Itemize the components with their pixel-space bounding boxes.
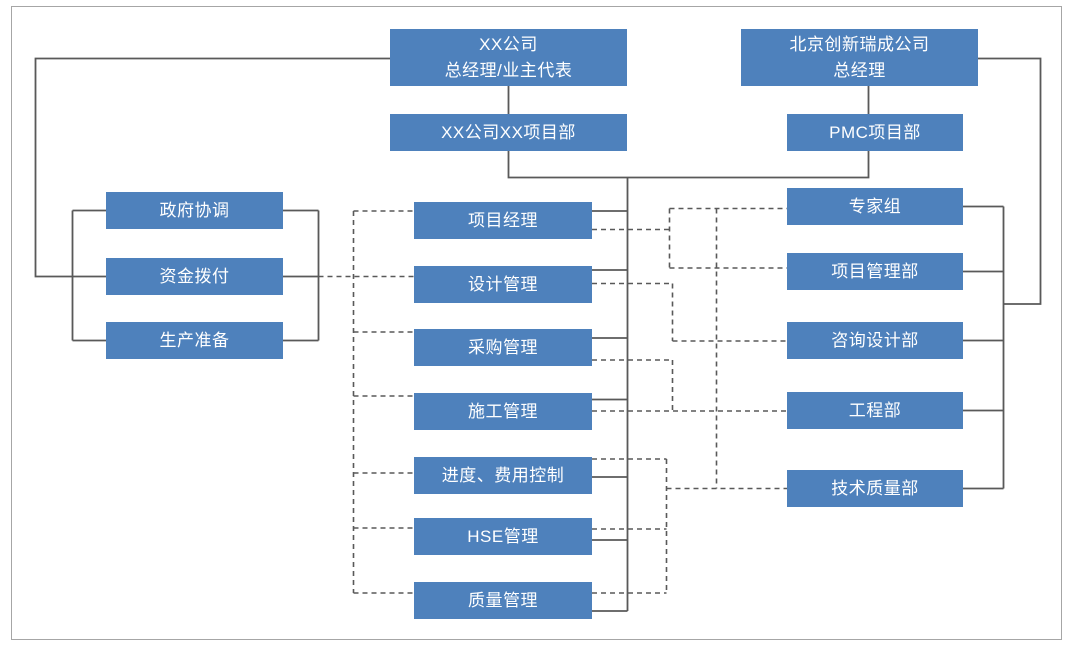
node-label: 设计管理	[468, 274, 538, 294]
node-production-preparation: 生产准备	[106, 322, 283, 359]
node-pmc-gm-line2: 总经理	[833, 60, 886, 80]
chart-border	[11, 6, 1062, 640]
node-consulting-design-dept: 咨询设计部	[787, 322, 963, 359]
node-owner-gm: XX公司 总经理/业主代表	[390, 29, 627, 86]
node-label: 质量管理	[468, 590, 538, 610]
node-pmc-gm: 北京创新瑞成公司 总经理	[741, 29, 978, 86]
node-label: 采购管理	[468, 337, 538, 357]
node-label: 进度、费用控制	[441, 465, 565, 485]
node-project-management-dept: 项目管理部	[787, 253, 963, 290]
node-label: 施工管理	[468, 401, 538, 421]
node-label: 项目管理部	[831, 261, 919, 281]
solid-connectors	[34, 57, 1042, 612]
node-owner-gm-line1: XX公司	[479, 35, 538, 54]
dashed-connectors	[318, 207, 787, 594]
node-owner-project-dept: XX公司XX项目部	[390, 114, 627, 151]
node-project-manager: 项目经理	[414, 202, 592, 239]
node-engineering-dept: 工程部	[787, 392, 963, 429]
node-pmc-gm-line1: 北京创新瑞成公司	[789, 35, 930, 54]
node-design-management: 设计管理	[414, 266, 592, 303]
node-fund-allocation: 资金拨付	[106, 258, 283, 295]
node-government-coordination: 政府协调	[106, 192, 283, 229]
node-owner-gm-line2: 总经理/业主代表	[444, 60, 573, 80]
node-label: 专家组	[848, 196, 902, 216]
node-label: HSE管理	[467, 526, 539, 546]
node-schedule-cost-control: 进度、费用控制	[414, 457, 592, 494]
node-label: 生产准备	[159, 330, 230, 350]
node-technical-quality-dept: 技术质量部	[787, 470, 963, 507]
node-label: 项目经理	[468, 210, 538, 230]
node-hse-management: HSE管理	[414, 518, 592, 555]
node-procurement-management: 采购管理	[414, 329, 592, 366]
node-label: 政府协调	[159, 200, 230, 220]
node-pmc-project-dept: PMC项目部	[787, 114, 963, 151]
node-label: 资金拨付	[159, 266, 230, 286]
node-expert-group: 专家组	[787, 188, 963, 225]
node-pmc-project-dept-label: PMC项目部	[829, 122, 921, 142]
node-label: 工程部	[848, 400, 902, 420]
node-label: 技术质量部	[831, 478, 919, 498]
node-quality-management: 质量管理	[414, 582, 592, 619]
node-owner-project-dept-label: XX公司XX项目部	[441, 122, 576, 142]
node-label: 咨询设计部	[831, 330, 919, 350]
node-construction-management: 施工管理	[414, 393, 592, 430]
